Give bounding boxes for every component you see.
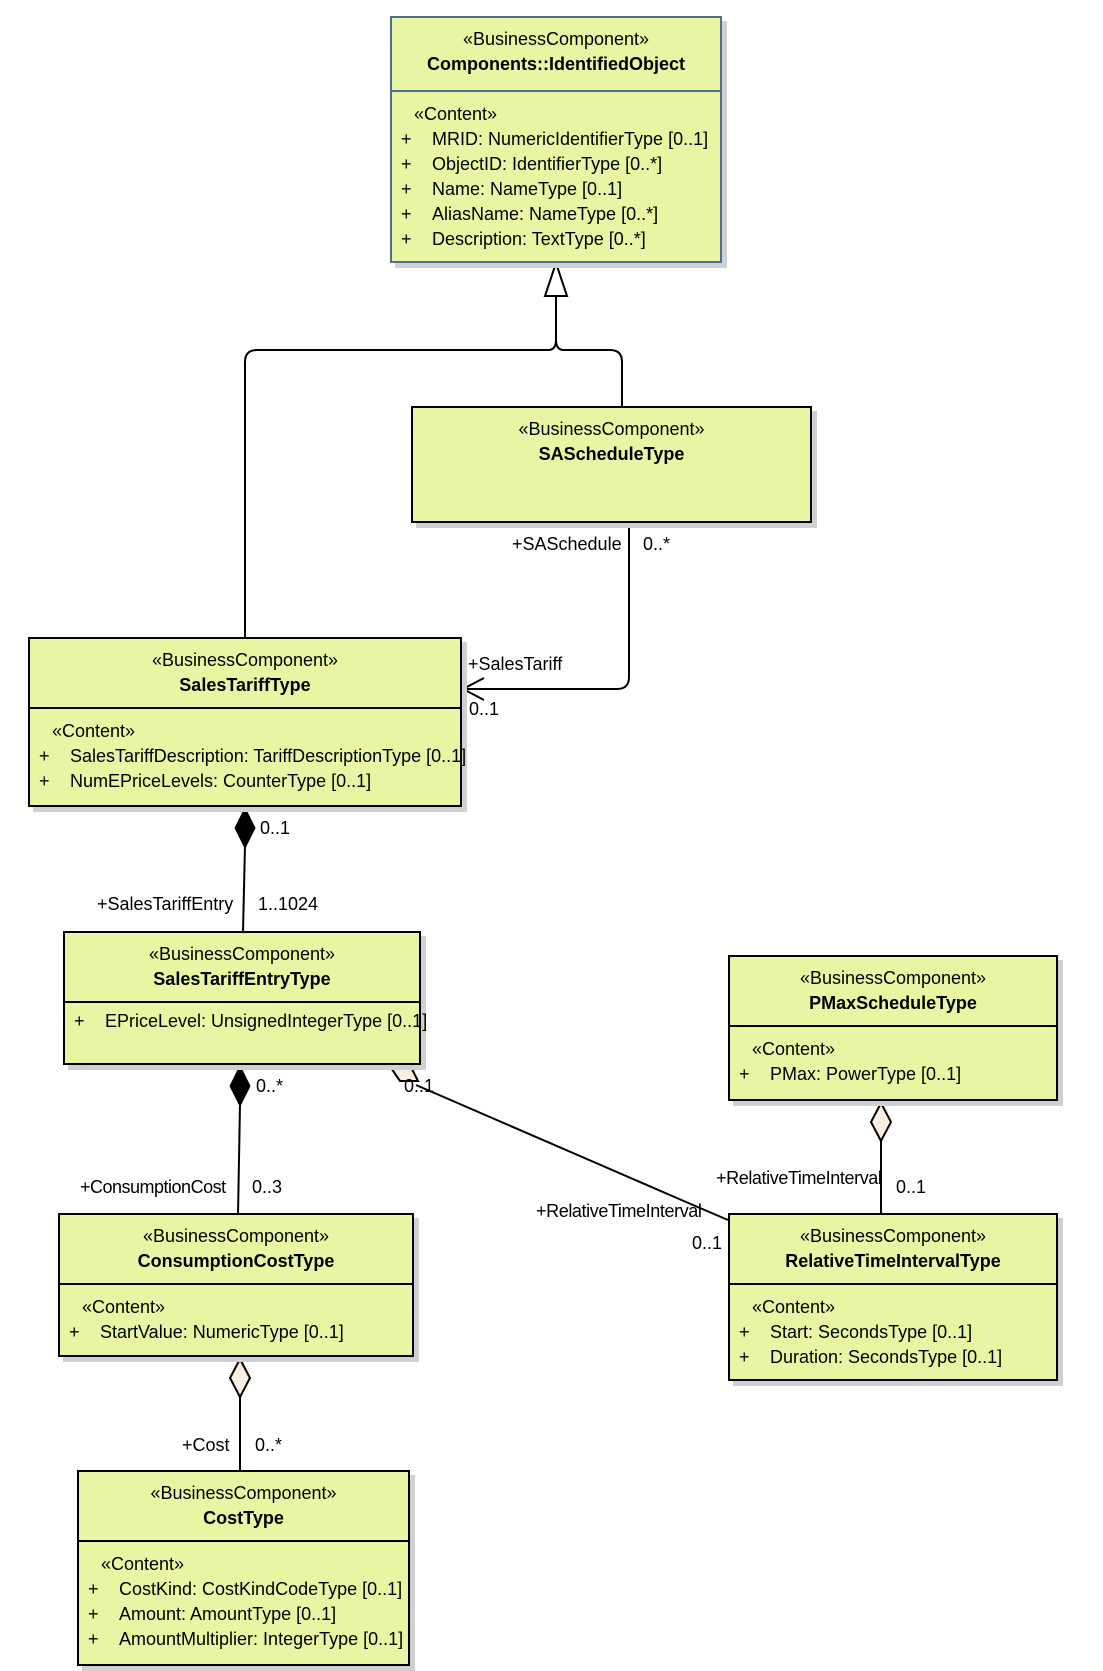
attribute-row: +EPriceLevel: UnsignedIntegerType [0..1] bbox=[74, 1011, 428, 1031]
class-name: RelativeTimeIntervalType bbox=[785, 1251, 1001, 1271]
salestariff-entry-composition-line bbox=[242, 844, 246, 933]
attribute-row: +NumEPriceLevels: CounterType [0..1] bbox=[39, 771, 372, 791]
composition-diamond-salestariff bbox=[234, 806, 256, 850]
class-sales-tariff-type[interactable]: «BusinessComponent» SalesTariffType «Con… bbox=[28, 637, 467, 807]
attribute-row: +Duration: SecondsType [0..1] bbox=[739, 1347, 1003, 1367]
class-name: Components::IdentifiedObject bbox=[427, 54, 685, 74]
role-label-salestariff: +SalesTariff bbox=[468, 654, 563, 674]
section-label: «Content» bbox=[414, 104, 498, 124]
class-name: CostType bbox=[203, 1508, 284, 1528]
composition-diamond-entry bbox=[229, 1064, 251, 1108]
class-name: SAScheduleType bbox=[538, 444, 685, 464]
role-label-cost: +Cost bbox=[182, 1435, 230, 1455]
multiplicity-label-saschedule: 0..* bbox=[643, 534, 671, 554]
stereotype-label: «BusinessComponent» bbox=[142, 1226, 330, 1246]
entry-relativetimeinterval-aggregation-line bbox=[415, 1084, 729, 1221]
section-label: «Content» bbox=[101, 1554, 185, 1574]
section-label: «Content» bbox=[52, 721, 136, 741]
attribute-row: +Name: NameType [0..1] bbox=[401, 179, 623, 199]
multiplicity-label-rti-pmax: 0..1 bbox=[896, 1177, 927, 1197]
stereotype-label: «BusinessComponent» bbox=[151, 650, 339, 670]
generalization-arrowhead bbox=[543, 259, 569, 297]
multiplicity-label-salestariffentry: 1..1024 bbox=[258, 894, 319, 914]
generalization-line-salestariff bbox=[244, 339, 557, 638]
attribute-row: +ObjectID: IdentifierType [0..*] bbox=[401, 154, 663, 174]
entry-consumptioncost-composition-line bbox=[237, 1103, 241, 1216]
role-label-rti-pmax: +RelativeTimeInterval bbox=[716, 1168, 882, 1188]
class-name: ConsumptionCostType bbox=[137, 1251, 335, 1271]
saschedule-salestariff-association bbox=[464, 524, 630, 690]
class-relative-time-interval-type[interactable]: «BusinessComponent» RelativeTimeInterval… bbox=[728, 1213, 1058, 1381]
multiplicity-label-salestariff: 0..1 bbox=[469, 699, 500, 719]
section-label: «Content» bbox=[752, 1039, 836, 1059]
class-name: PMaxScheduleType bbox=[809, 993, 977, 1013]
section-label: «Content» bbox=[752, 1297, 836, 1317]
multiplicity-label-cost: 0..* bbox=[255, 1435, 283, 1455]
stereotype-label: «BusinessComponent» bbox=[799, 1226, 987, 1246]
generalization-line-saschedule bbox=[555, 339, 623, 407]
attribute-row: +Start: SecondsType [0..1] bbox=[739, 1322, 973, 1342]
attribute-row: +SalesTariffDescription: TariffDescripti… bbox=[39, 746, 467, 766]
class-name: SalesTariffEntryType bbox=[153, 969, 331, 989]
role-label-saschedule: +SASchedule bbox=[512, 534, 622, 554]
aggregation-diamond-consumptioncost bbox=[228, 1356, 252, 1400]
aggregation-diamond-pmax bbox=[869, 1100, 893, 1144]
multiplicity-label-rti-entry: 0..1 bbox=[692, 1233, 723, 1253]
role-label-rti-entry: +RelativeTimeInterval bbox=[536, 1201, 702, 1221]
class-consumption-cost-type[interactable]: «BusinessComponent» ConsumptionCostType … bbox=[58, 1213, 414, 1357]
stereotype-label: «BusinessComponent» bbox=[799, 968, 987, 988]
multiplicity-label-consumptioncost: 0..3 bbox=[252, 1177, 283, 1197]
multiplicity-label-salestariff-composite: 0..1 bbox=[260, 818, 291, 838]
attribute-row: +CostKind: CostKindCodeType [0..1] bbox=[88, 1579, 403, 1599]
attribute-row: +Amount: AmountType [0..1] bbox=[88, 1604, 337, 1624]
class-cost-type[interactable]: «BusinessComponent» CostType «Content» +… bbox=[77, 1470, 410, 1666]
stereotype-label: «BusinessComponent» bbox=[148, 944, 336, 964]
stereotype-label: «BusinessComponent» bbox=[462, 29, 650, 49]
class-name: SalesTariffType bbox=[179, 675, 311, 695]
section-label: «Content» bbox=[82, 1297, 166, 1317]
class-sa-schedule-type[interactable]: «BusinessComponent» SAScheduleType bbox=[411, 406, 812, 523]
stereotype-label: «BusinessComponent» bbox=[150, 1483, 337, 1503]
multiplicity-label-entry-aggregate: 0..1 bbox=[404, 1076, 435, 1096]
role-label-consumptioncost: +ConsumptionCost bbox=[80, 1177, 226, 1197]
attribute-row: +StartValue: NumericType [0..1] bbox=[69, 1322, 344, 1342]
class-identified-object[interactable]: «BusinessComponent» Components::Identifi… bbox=[390, 16, 722, 263]
aggregation-diamond-entry bbox=[387, 1064, 420, 1082]
attribute-row: +PMax: PowerType [0..1] bbox=[739, 1064, 962, 1084]
class-sales-tariff-entry-type[interactable]: «BusinessComponent» SalesTariffEntryType… bbox=[63, 931, 428, 1065]
multiplicity-label-entry-composite: 0..* bbox=[256, 1076, 284, 1096]
class-pmax-schedule-type[interactable]: «BusinessComponent» PMaxScheduleType «Co… bbox=[728, 955, 1058, 1101]
navigability-arrowhead bbox=[460, 677, 485, 701]
attribute-row: +AmountMultiplier: IntegerType [0..1] bbox=[88, 1629, 404, 1649]
attribute-row: +AliasName: NameType [0..*] bbox=[401, 204, 659, 224]
stereotype-label: «BusinessComponent» bbox=[518, 419, 705, 439]
role-label-salestariffentry: +SalesTariffEntry bbox=[97, 894, 234, 914]
attribute-row: +MRID: NumericIdentifierType [0..1] bbox=[401, 129, 709, 149]
attribute-row: +Description: TextType [0..*] bbox=[401, 229, 646, 249]
